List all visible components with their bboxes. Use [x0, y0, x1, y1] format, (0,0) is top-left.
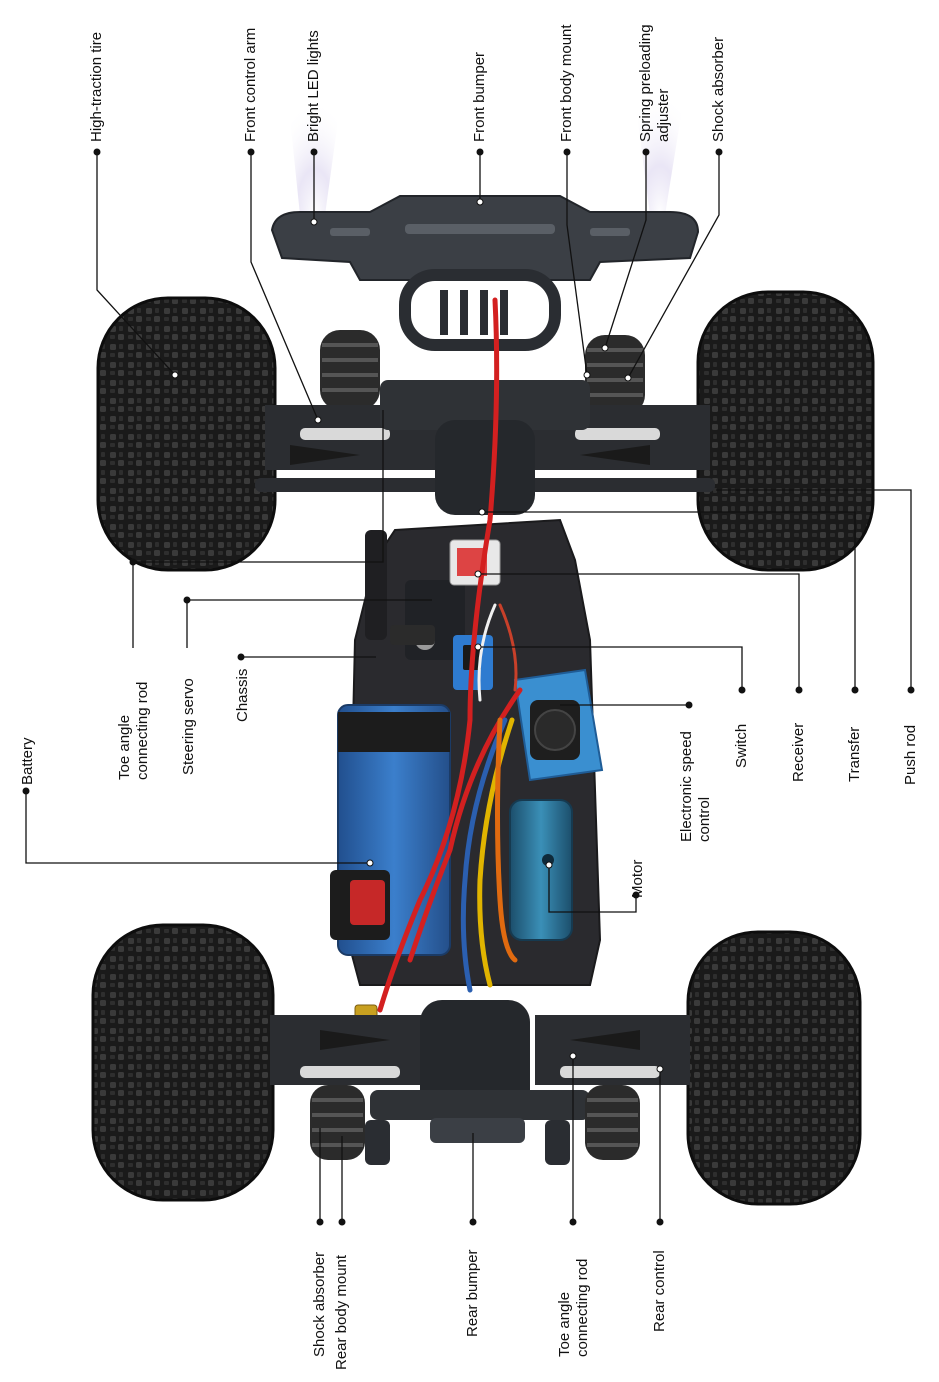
label-rear-control: Rear control — [651, 1250, 668, 1332]
label-front-body-mount: Front body mount — [558, 24, 575, 142]
label-motor: Motor — [629, 859, 646, 898]
label-shock-absorber-rear: Shock absorber — [311, 1251, 328, 1357]
rear-shock-left — [310, 1085, 365, 1160]
label-rear-bumper: Rear bumper — [464, 1249, 481, 1337]
led-glow-right — [630, 60, 690, 215]
label-chassis: Chassis — [234, 668, 251, 722]
receiver — [449, 539, 501, 586]
front-shock-left — [320, 330, 380, 410]
label-high-traction-tire: High-traction tire — [88, 31, 105, 142]
rear-arms — [270, 1015, 690, 1085]
rear-gearbox — [370, 1000, 590, 1120]
label-push-rod: Push rod — [902, 724, 919, 785]
label-bright-led-lights: Bright LED lights — [305, 30, 322, 142]
rear-left-tire — [91, 923, 275, 1202]
front-shock-right — [585, 335, 645, 415]
label-steering-servo: Steering servo — [180, 678, 197, 775]
wires — [377, 297, 523, 1013]
front-gearbox — [380, 380, 590, 515]
label-front-bumper: Front bumper — [471, 51, 488, 142]
bumper-brace — [399, 269, 561, 351]
front-right-tire — [696, 290, 875, 572]
led-glow-left — [285, 70, 345, 215]
label-front-control-arm: Front control arm — [242, 27, 259, 142]
leader-lines — [25, 152, 912, 1222]
battery — [330, 704, 451, 956]
label-transfer: Transfer — [846, 726, 863, 782]
label-switch: Switch — [733, 723, 750, 768]
label-receiver: Receiver — [790, 722, 807, 782]
rear-shock-right — [585, 1085, 640, 1160]
steering-servo — [365, 530, 465, 660]
label-rear-body-mount: Rear body mount — [333, 1254, 350, 1370]
rear-right-tire — [686, 930, 862, 1206]
leader-dots — [22, 148, 915, 1226]
front-left-tire — [96, 296, 277, 572]
label-shock-absorber-front: Shock absorber — [710, 36, 727, 142]
label-battery: Battery — [19, 737, 36, 785]
rear-bumper — [365, 1118, 570, 1165]
front-bumper — [270, 195, 700, 281]
esc — [513, 668, 604, 782]
motor — [509, 799, 573, 941]
